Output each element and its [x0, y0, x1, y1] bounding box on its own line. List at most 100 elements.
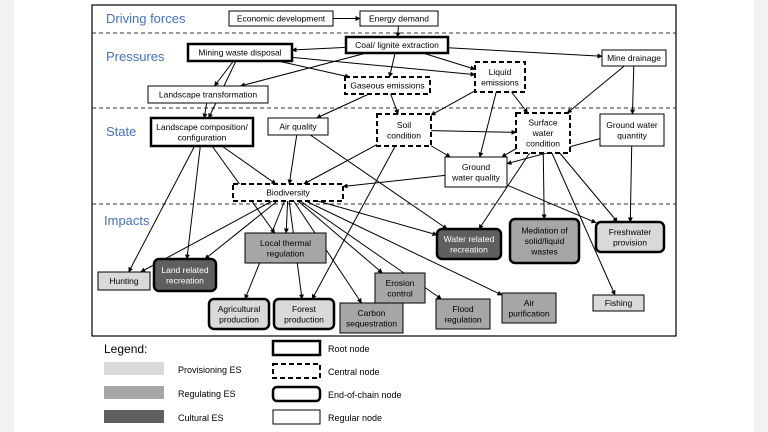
- edge-mining-gaseous: [277, 60, 350, 79]
- node-label-mediation: Mediation of: [521, 226, 568, 236]
- node-label-airq: Air quality: [279, 122, 317, 132]
- legend-label-regulating: Regulating ES: [178, 389, 236, 399]
- edge-surface-mediation: [541, 152, 547, 220]
- node-box-gwq: [444, 156, 508, 188]
- node-label-carbon: sequestration: [346, 318, 397, 328]
- node-label-gwqty: quantity: [617, 130, 648, 140]
- node-airq: Air quality: [267, 117, 329, 136]
- node-box-fresh: [594, 220, 666, 254]
- node-econ: Economic development: [228, 10, 334, 27]
- node-label-surface: water: [532, 128, 554, 138]
- node-box-soil: [376, 113, 432, 147]
- node-label-airpur: purification: [508, 308, 549, 318]
- node-box-agri: [207, 297, 271, 331]
- node-label-airpur: Air: [524, 298, 535, 308]
- edge-soil-biodiv: [303, 144, 378, 185]
- node-box-mining: [186, 42, 294, 63]
- edge-airq-waterrec: [310, 134, 448, 230]
- edge-gwq-biodiv: [342, 174, 446, 189]
- node-hunting: Hunting: [97, 271, 151, 291]
- edge-biodiv-erosion: [297, 200, 383, 274]
- legend-label-root: Root node: [328, 344, 370, 354]
- legend-swatch-regulating: [104, 386, 164, 399]
- node-label-erosion: Erosion: [386, 278, 415, 288]
- node-landcomp: Landscape composition/configuration: [149, 116, 255, 148]
- legend-label-end: End-of-chain node: [328, 390, 402, 400]
- node-label-landrec: Land related: [161, 265, 209, 275]
- node-biodiv: Biodiversity: [232, 183, 344, 202]
- edge-biodiv-waterrec: [317, 200, 438, 237]
- node-label-thermal: regulation: [267, 248, 305, 258]
- edge-mining-liquid: [291, 56, 476, 77]
- edge-minedrain-gwqty: [630, 65, 636, 115]
- node-label-fishing: Fishing: [605, 298, 633, 308]
- node-label-surface: Surface: [528, 118, 558, 128]
- edge-landtrans-landcomp: [202, 102, 208, 119]
- node-label-mining: Mining waste disposal: [198, 48, 281, 58]
- node-landtrans: Landscape transformation: [147, 85, 269, 104]
- node-label-minedrain: Mine drainage: [607, 53, 661, 63]
- node-label-soil: Soil: [397, 120, 411, 130]
- node-label-liquid: Liquid: [489, 67, 512, 77]
- node-label-mediation: solid/liquid: [525, 236, 565, 246]
- node-box-coal: [344, 35, 450, 55]
- legend-label-central: Central node: [328, 367, 380, 377]
- node-label-landcomp: configuration: [178, 132, 227, 142]
- node-label-fresh: Freshwater: [609, 227, 652, 237]
- edge-biodiv-airpur: [305, 200, 503, 296]
- node-box-gaseous: [344, 76, 431, 95]
- legend-label-cultural: Cultural ES: [178, 413, 224, 423]
- legend-central-swatch: [272, 363, 321, 379]
- section-label-impacts: Impacts: [104, 213, 150, 228]
- node-label-soil: condition: [387, 130, 421, 140]
- node-label-liquid: emissions: [481, 77, 519, 87]
- edge-surface-fishing: [551, 152, 616, 296]
- legend-root-swatch: [271, 339, 322, 357]
- node-label-surface: condition: [526, 139, 560, 149]
- edge-landcomp-biodiv: [221, 145, 277, 185]
- section-label-pressures: Pressures: [106, 49, 165, 64]
- edge-landcomp-hunting: [128, 145, 196, 273]
- node-label-forest: Forest: [292, 304, 317, 314]
- node-label-gaseous: Gaseous emissions: [350, 81, 424, 91]
- node-label-thermal: Local thermal: [260, 238, 311, 248]
- edge-energy-coal: [395, 25, 401, 38]
- edge-liquid-soil: [430, 90, 476, 116]
- edge-gaseous-soil: [390, 93, 399, 115]
- edge-surface-waterrec: [478, 152, 531, 230]
- legend-swatch-cultural: [104, 410, 164, 423]
- edge-biodiv-landrec: [204, 200, 278, 260]
- legend-title: Legend:: [104, 342, 147, 356]
- edge-coal-mining: [291, 46, 347, 53]
- node-box-liquid: [474, 61, 526, 93]
- node-box-gwqty: [599, 113, 665, 147]
- node-gaseous: Gaseous emissions: [344, 76, 431, 95]
- node-label-forest: production: [284, 314, 324, 324]
- node-box-airpur: [501, 292, 557, 324]
- edge-soil-surface: [430, 129, 517, 135]
- edge-mining-landtrans: [214, 60, 234, 87]
- node-box-erosion: [374, 272, 426, 304]
- edge-coal-landtrans: [239, 52, 367, 88]
- node-box-fishing: [592, 294, 645, 312]
- node-label-energy: Energy demand: [369, 14, 429, 24]
- section-label-state: State: [106, 124, 136, 139]
- edge-minedrain-surface: [566, 65, 625, 114]
- node-box-biodiv: [232, 183, 344, 202]
- node-label-landtrans: Landscape transformation: [159, 90, 258, 100]
- legend-label-provisioning: Provisioning ES: [178, 365, 242, 375]
- node-box-landrec: [152, 257, 218, 293]
- node-box-landtrans: [147, 85, 269, 104]
- node-fishing: Fishing: [592, 294, 645, 312]
- node-label-agri: production: [219, 314, 259, 324]
